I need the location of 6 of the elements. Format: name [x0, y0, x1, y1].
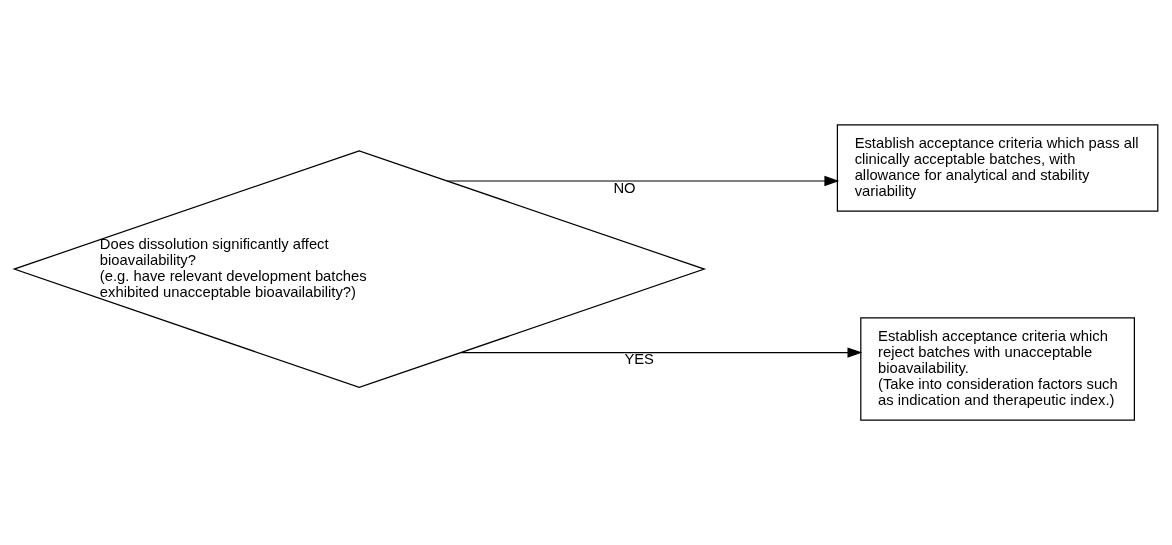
node-box: Establish acceptance criteria which reject batches with unacceptable bioavailability. (Take into consideration factors such as indication and therapeutic index.) [860, 317, 1135, 421]
edge-label: NO [613, 179, 636, 196]
arrow [460, 347, 863, 358]
node-box: Establish acceptance criteria which pass all clinically acceptable batches, with allowance for analytical and stability variability [836, 124, 1159, 212]
arrow [446, 175, 840, 187]
edge-label: YES [624, 351, 654, 368]
